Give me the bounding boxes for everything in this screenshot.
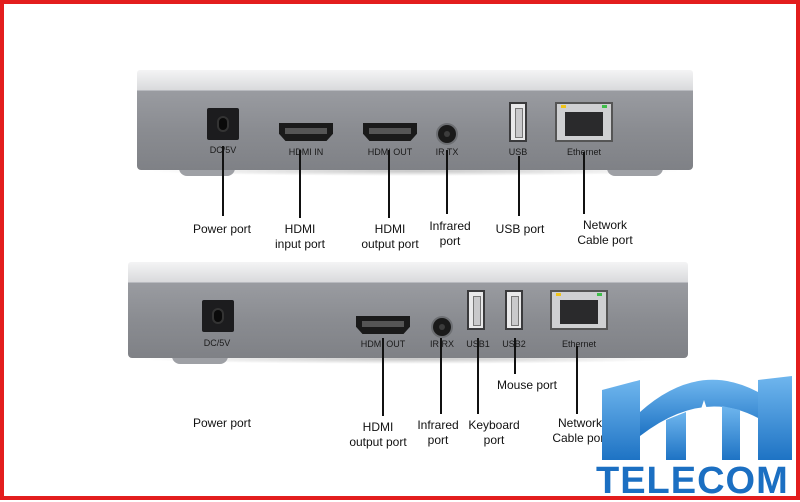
port-label-dc: DC/5V bbox=[203, 338, 231, 348]
callout-hdmi-output-port: HDMI output port bbox=[349, 420, 407, 449]
leader-line bbox=[446, 150, 448, 214]
led-indicator bbox=[556, 293, 561, 296]
callout-infrared-port: Infrared port bbox=[417, 418, 459, 447]
led-indicator bbox=[602, 105, 607, 108]
ir-rx-jack bbox=[433, 318, 451, 336]
callout-hdmi-input-port: HDMI input port bbox=[274, 222, 326, 251]
leader-line bbox=[576, 346, 578, 414]
receiver-device: DC/5V HDMI OUT IR RX USB1 USB2 Ethernet bbox=[128, 262, 688, 364]
callout-usb-port: USB port bbox=[495, 222, 545, 236]
callout-mouse-port: Mouse port bbox=[496, 378, 558, 392]
hdmi-out-port bbox=[363, 123, 417, 141]
port-label-hdmi-in: HDMI IN bbox=[288, 147, 324, 157]
device-shadow bbox=[138, 354, 678, 364]
leader-line bbox=[222, 146, 224, 216]
leader-line bbox=[440, 338, 442, 414]
device-shadow bbox=[147, 166, 683, 176]
leader-line bbox=[299, 150, 301, 218]
callout-infrared-port: Infrared port bbox=[429, 219, 471, 248]
transmitter-device: DC/5V HDMI IN HDMI OUT IR TX USB Etherne… bbox=[137, 70, 693, 176]
callout-keyboard-port: Keyboard port bbox=[468, 418, 520, 447]
port-label-hdmi-out: HDMI OUT bbox=[367, 147, 413, 157]
device-top-surface bbox=[137, 70, 693, 90]
device-foot bbox=[172, 356, 228, 364]
callout-hdmi-output-port: HDMI output port bbox=[361, 222, 419, 251]
device-foot bbox=[179, 168, 235, 176]
hdmi-in-port bbox=[279, 123, 333, 141]
usb-port bbox=[509, 102, 527, 142]
hn-telecom-logo-icon bbox=[602, 376, 792, 460]
callout-power-port: Power port bbox=[192, 222, 252, 236]
leader-line bbox=[477, 338, 479, 414]
usb2-port bbox=[505, 290, 523, 330]
led-indicator bbox=[597, 293, 602, 296]
port-label-ir: IR RX bbox=[429, 339, 455, 349]
dc-power-jack bbox=[207, 108, 239, 140]
device-foot bbox=[607, 168, 663, 176]
ir-tx-jack bbox=[438, 125, 456, 143]
callout-network-cable-port: Network Cable port bbox=[552, 416, 608, 445]
usb1-port bbox=[467, 290, 485, 330]
leader-line bbox=[518, 156, 520, 216]
ethernet-port bbox=[555, 102, 613, 142]
leader-line bbox=[382, 338, 384, 416]
leader-line bbox=[583, 152, 585, 214]
dc-power-jack bbox=[202, 300, 234, 332]
ethernet-port bbox=[550, 290, 608, 330]
led-indicator bbox=[561, 105, 566, 108]
leader-line bbox=[514, 338, 516, 374]
hdmi-out-port bbox=[356, 316, 410, 334]
callout-network-cable-port: Network Cable port bbox=[577, 218, 633, 247]
logo-wordmark: TELECOM bbox=[596, 460, 789, 502]
port-label-ethernet: Ethernet bbox=[561, 339, 597, 349]
port-label-usb: USB bbox=[508, 147, 528, 157]
device-top-surface bbox=[128, 262, 688, 282]
leader-line bbox=[388, 150, 390, 218]
callout-power-port: Power port bbox=[192, 416, 252, 430]
